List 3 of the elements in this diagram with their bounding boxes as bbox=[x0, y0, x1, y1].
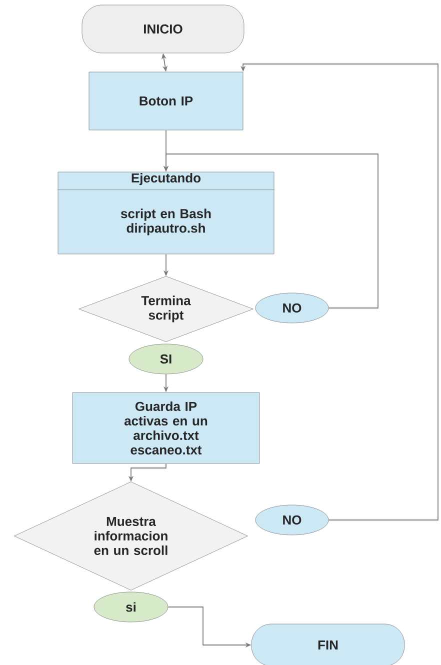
process-box: Ejecutando script en Bash diripautro.sh bbox=[58, 172, 274, 254]
process-box: Boton IP bbox=[88, 72, 244, 130]
process-box: Guarda IP activas en un archivo.txt escaneo.txt bbox=[72, 392, 260, 464]
